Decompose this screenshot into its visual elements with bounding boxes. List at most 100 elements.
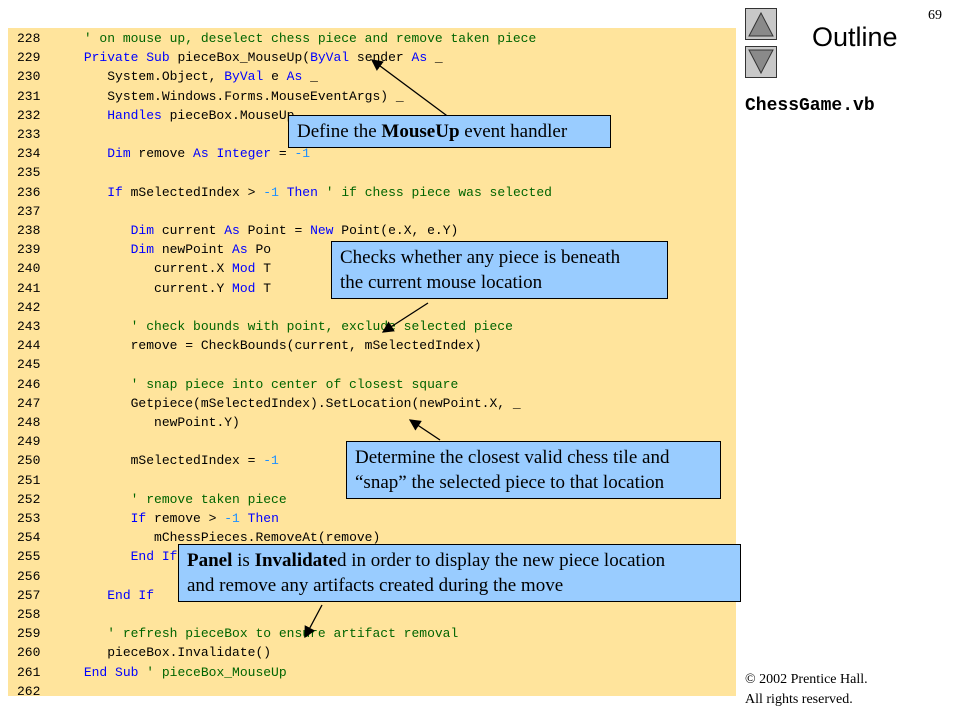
line-number: 251 [17,472,41,488]
code-token: System.Windows.Forms.MouseEventArgs) _ [107,88,404,104]
code-line: 239 Dim newPoint As Po [8,240,271,259]
code-text [37,684,68,699]
line-number: 231 [17,88,41,104]
line-number: 245 [17,357,41,373]
keyword-token: ByVal [310,50,350,66]
line-number: 259 [17,626,41,642]
code-token: sender [349,50,412,66]
line-number: 229 [17,50,41,66]
code-line: 250 mSelectedIndex = -1 [8,451,279,470]
line-number: 248 [17,415,41,430]
keyword-token: Dim [107,146,131,162]
line-number: 253 [17,511,41,526]
code-token: _ [427,50,443,66]
code-line: 257 End If [8,586,154,605]
code-line: 245 [8,355,68,374]
line-number: 249 [17,434,41,450]
callout-snap-line2: “snap” the selected piece to that locati… [355,472,665,493]
code-token: remove > [146,511,225,526]
emphasis-text: Panel [187,550,233,571]
code-token: System.Object, [107,69,225,85]
keyword-token: ByVal [224,69,264,85]
code-text: Handles pieceBox.MouseUp [37,108,294,123]
code-text: Getpiece(mSelectedIndex).SetLocation(new… [37,396,521,411]
code-line: 236 If mSelectedIndex > -1 Then ' if che… [8,183,552,202]
line-number: 242 [17,299,41,315]
line-number: 235 [17,165,41,181]
code-line: 237 [8,202,68,221]
code-line: 243 ' check bounds with point, exclude s… [8,317,513,336]
line-number: 230 [17,69,41,85]
keyword-token: Handles [107,107,162,123]
line-number: 261 [17,664,41,680]
comment-token: ' pieceBox_MouseUp [146,664,287,680]
callout-text: d in order to display the new piece loca… [336,550,666,571]
comment-token: ' remove taken piece [130,491,287,507]
keyword-token: As [411,50,428,66]
line-number: 240 [17,261,41,277]
code-text: current.Y Mod T [37,281,271,296]
code-text [37,204,68,219]
comment-token: ' on mouse up, deselect chess piece and … [83,31,537,46]
code-token: newPoint.Y) [154,415,240,430]
code-text: ' snap piece into center of closest squa… [37,376,459,392]
scroll-up-button[interactable] [745,8,777,40]
code-token: _ [302,69,318,85]
code-text [37,300,68,315]
keyword-token: As [286,69,303,85]
code-line: 259 ' refresh pieceBox to ensure artifac… [8,624,458,643]
code-text [37,473,68,488]
line-number: 254 [17,530,41,546]
line-number: 236 [17,184,41,200]
code-text: End Sub ' pieceBox_MouseUp [37,665,287,680]
code-line: 248 newPoint.Y) [8,413,240,432]
callout-check-bounds: Checks whether any piece is beneath the … [331,241,668,299]
code-token: Point(e.X, e.Y) [333,223,459,238]
code-token: = [271,146,295,162]
line-number: 239 [17,242,41,258]
code-line: 249 [8,432,68,451]
code-text [37,127,68,142]
line-number: 247 [17,395,41,411]
keyword-token: Dim [130,223,155,238]
line-number: 257 [17,587,41,603]
scroll-down-button[interactable] [745,46,777,78]
code-line: 232 Handles pieceBox.MouseUp [8,106,294,125]
code-token: remove [130,146,194,162]
code-line: 252 ' remove taken piece [8,490,287,509]
callout-mouseup-text: Define the MouseUp event handler [297,121,567,142]
copyright-notice: © 2002 Prentice Hall. All rights reserve… [745,670,868,710]
code-token [318,185,326,200]
code-token: T [255,280,272,296]
code-line: 261 End Sub ' pieceBox_MouseUp [8,663,287,682]
code-line: 238 Dim current As Point = New Point(e.X… [8,221,458,240]
line-number: 262 [17,683,41,699]
code-line: 255 End If [8,547,177,566]
callout-text: event handler [459,121,568,142]
keyword-token: Mod [232,261,256,277]
code-token: T [255,261,272,277]
callout-snap-line1: Determine the closest valid chess tile a… [355,447,670,468]
line-number: 233 [17,127,41,142]
line-number: 255 [17,549,41,565]
line-number: 256 [17,568,41,584]
code-text: System.Object, ByVal e As _ [37,69,318,84]
callout-snap-piece: Determine the closest valid chess tile a… [346,441,721,499]
code-line: 231 System.Windows.Forms.MouseEventArgs)… [8,87,404,106]
code-text: mSelectedIndex = -1 [37,453,279,468]
keyword-token: End If [130,549,178,565]
code-text [37,434,68,449]
code-token: mSelectedIndex = [130,453,264,469]
code-text: ' check bounds with point, exclude selec… [37,319,513,334]
comment-token: ' snap piece into center of closest squa… [130,376,459,392]
code-token: mChessPieces.RemoveAt(remove) [154,530,381,546]
line-number: 258 [17,607,41,622]
callout-text: Define the [297,121,382,142]
code-text: mChessPieces.RemoveAt(remove) [37,530,380,545]
code-text: End If [37,588,154,603]
line-number: 232 [17,107,41,123]
code-token: current.X [154,261,233,277]
code-line: 244 remove = CheckBounds(current, mSelec… [8,336,482,355]
code-line: 246 ' snap piece into center of closest … [8,375,458,394]
keyword-token: As [224,223,240,238]
